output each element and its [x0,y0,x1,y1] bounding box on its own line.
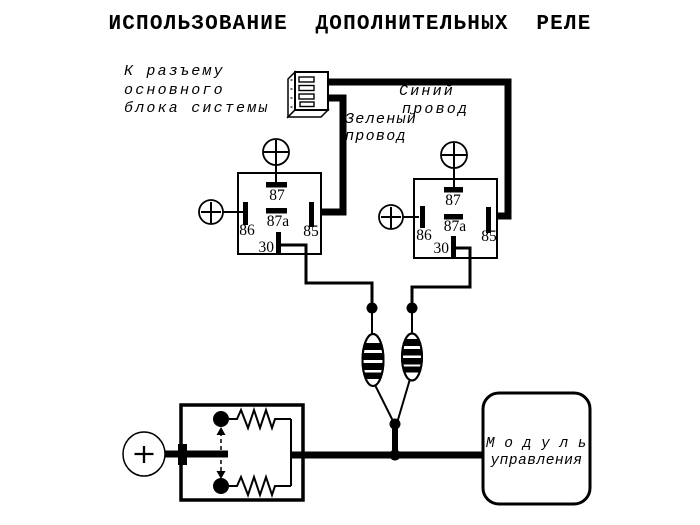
blue-wire-label-line2: провод [402,100,470,118]
switch-contact-top [213,411,229,427]
relay-left-aux-plus-icon [198,199,224,225]
fuse-right-down-lead [396,378,411,424]
relay-right-output-wire [410,246,472,309]
relay-left: 87 87a 86 85 30 [198,138,322,256]
relay-left-pin-30-label: 30 [259,239,275,256]
relay-left-pin-87-label: 87 [269,187,285,204]
relay-right-pin-30-label: 30 [434,240,450,257]
relay-right-pin-87a-label: 87a [444,218,467,235]
relay-right-pin-30 [451,236,456,257]
relay-right-aux-plus-icon [378,204,404,230]
fuse-left-stripes [362,343,384,379]
page-title: ИСПОЛЬЗОВАНИЕ ДОПОЛНИТЕЛЬНЫХ РЕЛЕ [108,13,592,36]
relay-left-pin-87a-label: 87a [267,213,290,230]
fuse-left [361,333,385,387]
resistor-top [229,406,291,432]
fuse-right-stripes [402,339,422,373]
green-wire-label: Зеленый провод [345,111,418,145]
resistor-bottom [229,473,291,499]
fuse-left-down-lead [374,384,395,424]
relay-left-pin-87 [266,182,287,188]
relay-left-pin-86-label: 86 [239,222,255,239]
relay-right-pin-87-label: 87 [445,192,461,209]
relay-left-pin-85 [309,202,314,227]
relay-left-output-wire [281,243,374,309]
relay-right-pin-86-label: 86 [416,227,432,244]
relay-left-pin-30 [276,232,281,253]
arrow-down-head [216,471,226,479]
relay-left-pin-86 [243,202,248,225]
switch-contact-bottom [213,478,229,494]
main-unit-connector-icon [286,70,330,119]
relay-right-power-plus-icon [440,141,468,169]
control-module-label: М о д у л ь управления [485,436,588,469]
relay-left-pin-87a [266,208,287,214]
switch-unit-box [179,403,305,502]
relay-right-pin-87a [444,214,463,220]
relay-right-pin-87 [444,187,463,193]
connector-note: К разъему основного блока системы [124,63,270,117]
relay-left-power-plus-icon [262,138,290,166]
control-module-box [481,391,592,506]
relay-right-pin-85-label: 85 [481,228,497,245]
arrow-up-head [216,427,226,435]
green-wire [315,94,347,216]
battery-plus-icon [122,431,166,477]
relay-right: 87 87a 86 85 30 [378,141,498,259]
switch-resistor-unit [122,403,305,502]
connector-side-pins [290,79,293,108]
relay-right-pin-86 [420,206,425,228]
fuse-right [401,332,423,382]
blue-wire [328,78,512,220]
junction-dot [366,302,378,314]
blue-wire-label-line1: Синий [399,83,456,100]
relay-left-pin-85-label: 85 [303,223,319,240]
relay-right-pin-85 [486,207,491,233]
junction-dot [406,302,418,314]
